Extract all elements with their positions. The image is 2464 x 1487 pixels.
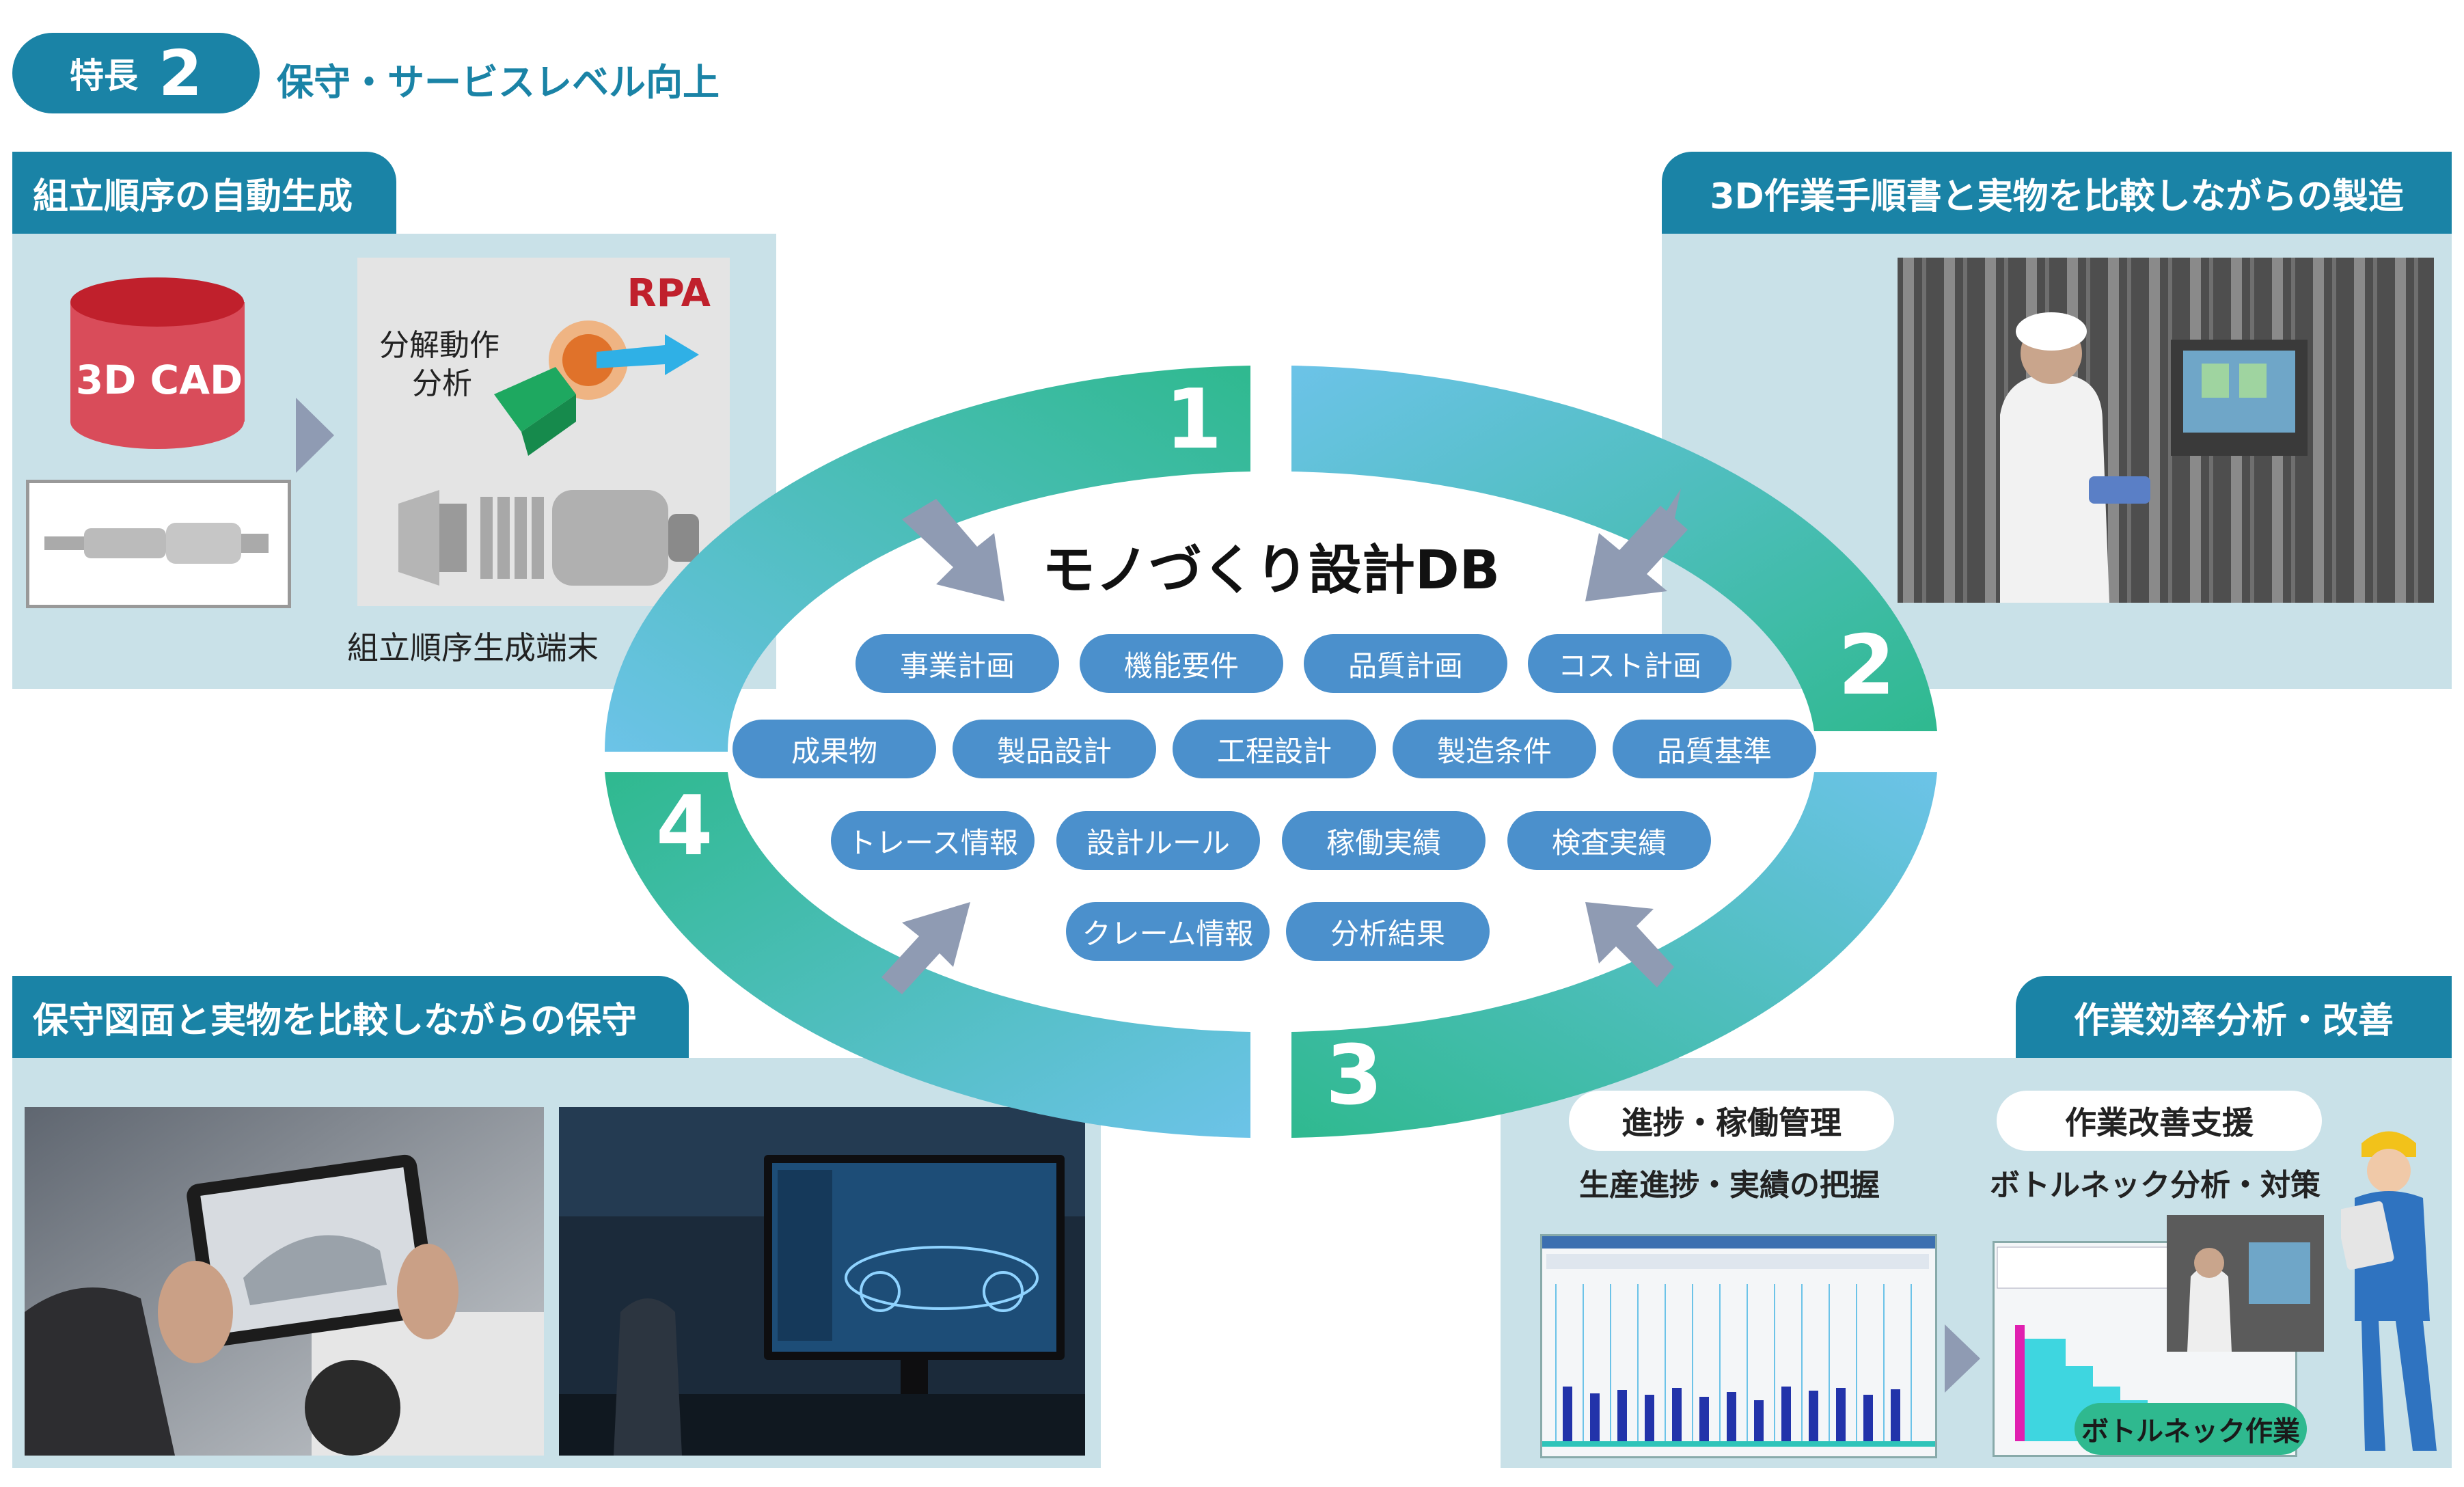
panel-tr — [1662, 234, 2452, 689]
terminal-caption: 組立順序生成端末 — [347, 629, 599, 666]
panel-br: 進捗・稼働管理 生産進捗・実績の把握 作業改善支援 ボトルネック分析・対策 — [1501, 1058, 2452, 1468]
db-item-process-design: 工程設計 — [1173, 720, 1376, 778]
cycle-diagram — [604, 366, 1937, 1138]
panel-tr-title: 3D作業手順書と実物を比較しながらの製造 — [1662, 152, 2452, 234]
analysis-label-2: 分析 — [412, 366, 472, 401]
db-item-quality-standards: 品質基準 — [1613, 720, 1816, 778]
arrow-step-2b-icon — [1650, 489, 1681, 554]
database-cylinder-icon — [70, 277, 245, 449]
monitor-photo — [559, 1107, 1085, 1456]
disassembly-model-icon — [494, 320, 699, 456]
panel-bl-title: 保守図面と実物を比較しながらの保守 — [12, 976, 689, 1058]
analysis-label-1: 分解動作 — [379, 328, 499, 363]
db-item-cost-plan: コスト計画 — [1528, 634, 1731, 693]
db-item-manufacturing-conditions: 製造条件 — [1393, 720, 1596, 778]
worker-figure-icon — [2341, 1131, 2437, 1451]
db-item-inspection-results: 検査実績 — [1507, 811, 1711, 870]
part-assembly-icon — [398, 490, 699, 586]
worker-monitor-thumbnail — [2167, 1215, 2324, 1352]
shaft-image — [26, 480, 291, 608]
db-item-design-rules: 設計ルール — [1056, 811, 1260, 870]
step-number-1: 1 — [1165, 372, 1222, 467]
ring-segment-1 — [604, 366, 1250, 752]
page-title: 保守・サービスレベル向上 — [277, 61, 720, 104]
step-number-3: 3 — [1326, 1028, 1383, 1123]
step-number-2: 2 — [1838, 618, 1895, 713]
db-item-claim-info: クレーム情報 — [1066, 902, 1270, 961]
improvement-subtitle: ボトルネック分析・対策 — [1990, 1168, 2321, 1203]
step-number-4: 4 — [656, 779, 713, 874]
factory-worker-photo — [1898, 258, 2434, 603]
db-item-trace-info: トレース情報 — [831, 811, 1035, 870]
panel-bl — [12, 1058, 1101, 1468]
panel-tl: 3D CAD RPA 分解動作 分析 — [12, 234, 776, 689]
db-item-analysis-results: 分析結果 — [1286, 902, 1490, 961]
progress-management-tag: 進捗・稼働管理 — [1569, 1091, 1894, 1151]
bottleneck-label: ボトルネック作業 — [2075, 1403, 2307, 1455]
progress-chart-image — [1540, 1234, 1937, 1458]
db-item-product-design: 製品設計 — [953, 720, 1156, 778]
ring-segment-4 — [605, 772, 1250, 1138]
db-item-deliverables: 成果物 — [733, 720, 936, 778]
ring-segment-3 — [1291, 772, 1937, 1138]
ring-segment-2 — [1291, 366, 1937, 731]
cad-label: 3D CAD — [75, 357, 243, 403]
db-title: モノづくり設計DB — [1041, 540, 1501, 601]
rpa-terminal-image: RPA 分解動作 分析 — [357, 258, 730, 606]
work-improvement-tag: 作業改善支援 — [1997, 1091, 2322, 1151]
db-item-quality-plan: 品質計画 — [1304, 634, 1507, 693]
right-arrow-icon — [296, 398, 334, 473]
db-item-business-plan: 事業計画 — [855, 634, 1059, 693]
panel-br-title: 作業効率分析・改善 — [2016, 976, 2452, 1058]
panel-tl-title: 組立順序の自動生成 — [12, 152, 396, 234]
ar-tablet-photo — [25, 1107, 544, 1456]
feature-badge: 特長 2 — [12, 33, 260, 113]
feature-badge-number: 2 — [158, 36, 202, 110]
rpa-label: RPA — [627, 271, 711, 316]
db-item-functional-requirements: 機能要件 — [1080, 634, 1283, 693]
arrow-step-4-icon — [881, 902, 970, 994]
db-item-operation-results: 稼働実績 — [1282, 811, 1486, 870]
right-arrow-icon — [1945, 1324, 1980, 1393]
arrow-step-3-icon — [1585, 902, 1674, 987]
progress-subtitle: 生産進捗・実績の把握 — [1579, 1168, 1880, 1203]
arrow-step-1-icon — [902, 499, 1004, 601]
feature-badge-label: 特長 — [69, 56, 138, 96]
